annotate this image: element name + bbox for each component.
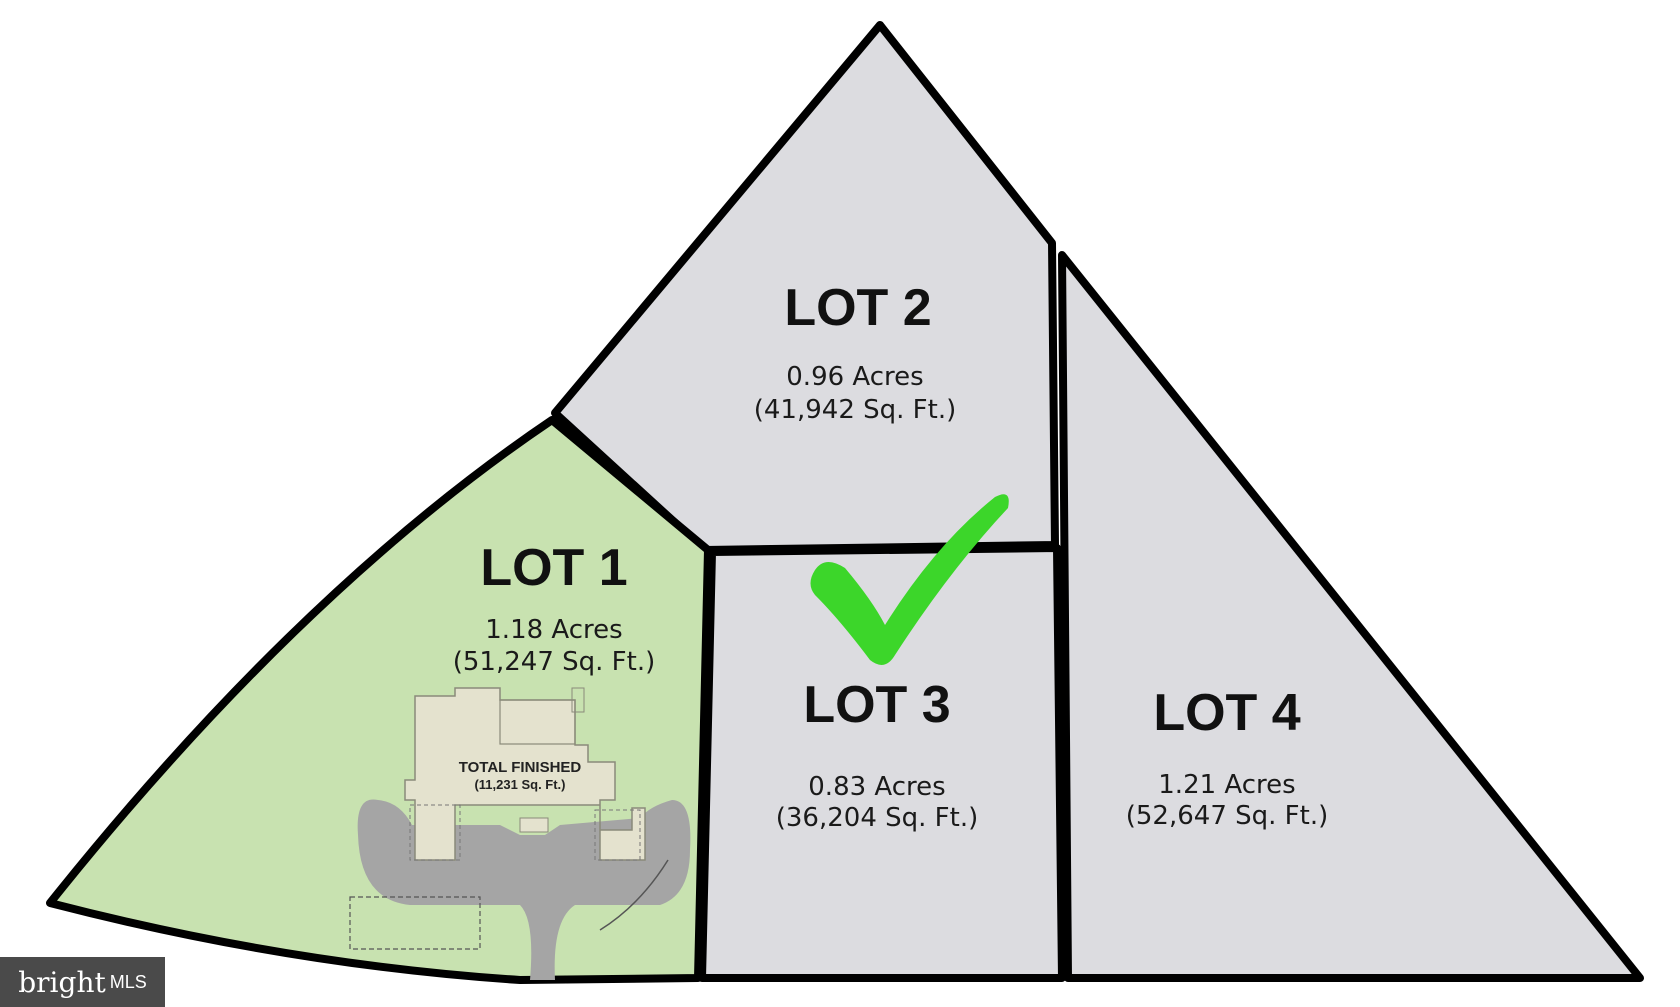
driveway-edge — [599, 859, 669, 931]
lot-1-sqft: (51,247 Sq. Ft.) — [453, 647, 655, 677]
lot-3-parcel[interactable] — [698, 544, 1066, 982]
house-stairs — [571, 687, 585, 713]
house-wing — [499, 699, 576, 745]
lot-1-acres: 1.18 Acres — [485, 615, 622, 645]
garage-outline-2 — [594, 809, 641, 861]
bright-mls-watermark: bright MLS — [0, 957, 165, 1007]
checkmark-icon — [810, 494, 1009, 665]
lot-1-title: LOT 1 — [480, 539, 627, 597]
watermark-suffix: MLS — [109, 971, 147, 992]
lot-2-acres: 0.96 Acres — [786, 362, 923, 392]
house-label: TOTAL FINISHED — [459, 759, 582, 776]
lot-4-acres: 1.21 Acres — [1158, 770, 1295, 800]
house-area: (11,231 Sq. Ft.) — [474, 777, 565, 792]
lot-4-sqft: (52,647 Sq. Ft.) — [1126, 801, 1328, 831]
garage-outline — [409, 804, 461, 861]
lot-4-parcel[interactable] — [1058, 251, 1644, 982]
lot-3-title: LOT 3 — [803, 676, 950, 734]
lot-3-sqft: (36,204 Sq. Ft.) — [776, 803, 978, 833]
watermark-brand: bright — [18, 965, 106, 999]
outbuilding-outline — [349, 896, 481, 950]
house-entry — [519, 817, 549, 833]
lot-4-title: LOT 4 — [1153, 684, 1300, 742]
lot-2-sqft: (41,942 Sq. Ft.) — [754, 395, 956, 425]
lot-2-title: LOT 2 — [784, 279, 931, 337]
lot-3-acres: 0.83 Acres — [808, 772, 945, 802]
